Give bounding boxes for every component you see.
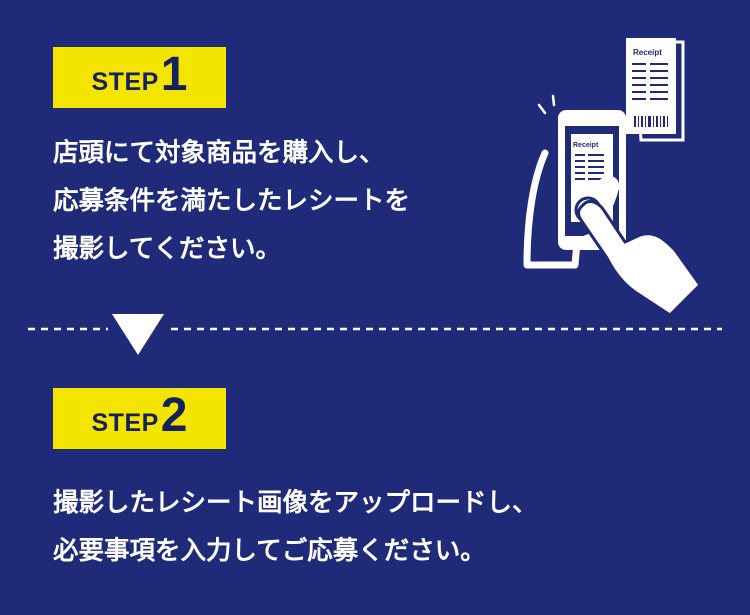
- step-2-line: 必要事項を入力してご応募ください。: [53, 536, 486, 566]
- pointing-hand-icon: [574, 196, 702, 315]
- phone-receipt-label: Receipt: [573, 142, 599, 149]
- step-1-line: 店頭にて対象商品を購入し、: [53, 138, 385, 168]
- step-2-badge-number: 2: [160, 389, 188, 442]
- step-1-line: 応募条件を満たしたレシートを: [53, 186, 411, 216]
- step-2-badge-word: STEP: [91, 409, 159, 437]
- receipt-scan-illustration: Receipt Receipt: [523, 38, 702, 315]
- step-1-description: 店頭にて対象商品を購入し、 応募条件を満たしたレシートを 撮影してください。: [53, 129, 410, 273]
- down-arrow-icon: [108, 314, 168, 355]
- step-1-badge-number: 1: [160, 48, 188, 101]
- receipt-icon: Receipt: [626, 38, 685, 142]
- step-2-line: 撮影したレシート画像をアップロードし、: [53, 488, 538, 518]
- step-1-line: 撮影してください。: [53, 234, 281, 264]
- sparkle-icon: [537, 94, 556, 115]
- step-1-badge-word: STEP: [91, 68, 159, 96]
- receipt-label: Receipt: [633, 48, 662, 57]
- dashed-divider: [28, 327, 722, 331]
- barcode-icon: [634, 116, 668, 127]
- step-2-description: 撮影したレシート画像をアップロードし、 必要事項を入力してご応募ください。: [53, 479, 538, 575]
